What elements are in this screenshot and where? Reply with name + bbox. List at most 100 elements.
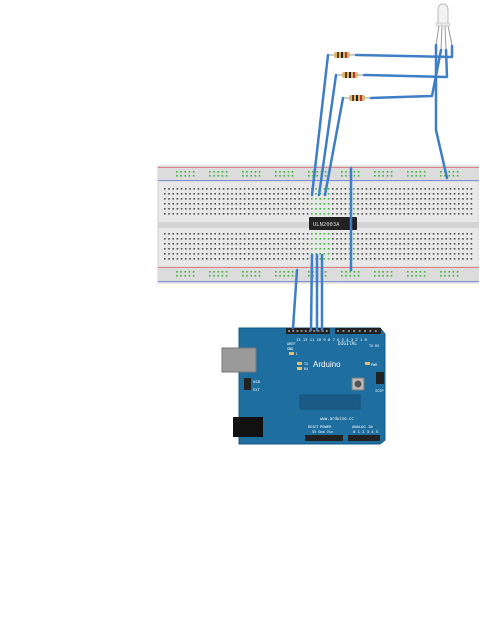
wire-led-green [362, 48, 449, 79]
breadboard-hole [344, 213, 347, 215]
breadboard-hole [213, 275, 215, 277]
breadboard-hole [407, 253, 410, 255]
breadboard-hole [243, 213, 246, 215]
breadboard-hole [423, 171, 426, 173]
breadboard-hole [437, 253, 439, 255]
breadboard-hole [395, 238, 397, 240]
breadboard-hole [445, 248, 447, 250]
breadboard-hole [273, 253, 275, 255]
breadboard-hole [197, 238, 200, 240]
breadboard-hole [192, 171, 195, 173]
breadboard-hole [264, 253, 267, 255]
breadboard-hole [306, 213, 309, 215]
breadboard-hole [453, 188, 456, 190]
breadboard-hole [235, 233, 237, 235]
breadboard-hole [315, 208, 317, 210]
breadboard-hole [390, 193, 393, 195]
tx-label: TX [304, 362, 309, 366]
breadboard-hole [260, 203, 263, 205]
breadboard-hole [222, 258, 225, 260]
breadboard-hole [239, 188, 242, 190]
breadboard-hole [264, 188, 267, 190]
breadboard-hole [386, 188, 389, 190]
breadboard-hole [403, 253, 405, 255]
breadboard-hole [466, 203, 468, 205]
breadboard-hole [308, 271, 310, 273]
breadboard-hole [264, 203, 267, 205]
breadboard-hole [432, 233, 435, 235]
breadboard-hole [437, 258, 439, 260]
breadboard-hole [382, 248, 384, 250]
pin-numbers: 13 12 11 10 9 8 7 6 5 4 3 2 1 0 [296, 337, 368, 342]
breadboard-hole [258, 271, 261, 273]
breadboard-hole [248, 213, 250, 215]
breadboard-hole [222, 233, 225, 235]
breadboard-hole [378, 233, 380, 235]
breadboard-hole [298, 258, 300, 260]
breadboard-hole [285, 233, 288, 235]
power-select-jumper[interactable] [244, 378, 251, 390]
resistor-icon [328, 52, 356, 58]
rx-label: RX [304, 367, 309, 371]
breadboard-hole [470, 193, 473, 195]
breadboard-hole [332, 243, 334, 245]
breadboard-hole [273, 248, 275, 250]
breadboard-hole [243, 243, 246, 245]
breadboard-hole [213, 171, 215, 173]
chip-label: ULN2003A [313, 222, 340, 228]
aref-label: AREF [287, 342, 295, 346]
breadboard-hole [327, 198, 330, 200]
breadboard-hole [348, 213, 351, 215]
breadboard-hole [235, 258, 237, 260]
breadboard-hole [311, 233, 313, 235]
breadboard-hole [357, 233, 359, 235]
wire-gnd-arduino [291, 268, 299, 330]
breadboard-hole [285, 258, 288, 260]
breadboard-hole [283, 175, 285, 177]
breadboard-hole [218, 243, 221, 245]
breadboard-hole [210, 253, 212, 255]
breadboard-hole [361, 258, 363, 260]
breadboard-hole [445, 233, 447, 235]
breadboard-hole [285, 253, 288, 255]
breadboard-hole [218, 248, 221, 250]
breadboard-hole [311, 198, 313, 200]
power-pins-label: 5V Gnd Vin [312, 430, 333, 434]
header-pin [358, 330, 361, 332]
breadboard-hole [423, 275, 426, 277]
breadboard-hole [332, 238, 334, 240]
breadboard-hole [374, 193, 376, 195]
breadboard-hole [452, 275, 455, 277]
breadboard-hole [206, 253, 208, 255]
breadboard-hole [399, 253, 401, 255]
breadboard-hole [176, 258, 179, 260]
breadboard-hole [302, 258, 305, 260]
breadboard-hole [332, 193, 334, 195]
breadboard-hole [390, 233, 393, 235]
breadboard-hole [285, 243, 288, 245]
breadboard-hole [285, 188, 288, 190]
breadboard-hole [172, 233, 174, 235]
breadboard-hole [466, 243, 468, 245]
breadboard-hole [458, 238, 460, 240]
breadboard-hole [291, 171, 294, 173]
breadboard-hole [458, 258, 460, 260]
breadboard-hole [374, 248, 376, 250]
breadboard-hole [256, 233, 258, 235]
breadboard-hole [437, 208, 439, 210]
breadboard-hole [239, 243, 242, 245]
breadboard-hole [206, 203, 208, 205]
breadboard-hole [291, 275, 294, 277]
breadboard-hole [382, 171, 384, 173]
breadboard-hole [345, 171, 347, 173]
breadboard-hole [281, 213, 284, 215]
breadboard-hole [323, 208, 326, 210]
wire-resistor-1 [310, 53, 330, 197]
breadboard-hole [279, 271, 281, 273]
header-pin [288, 330, 290, 332]
breadboard-hole [348, 243, 351, 245]
breadboard-hole [235, 208, 237, 210]
breadboard-hole [306, 238, 309, 240]
breadboard-hole [281, 203, 284, 205]
breadboard-hole [231, 188, 233, 190]
